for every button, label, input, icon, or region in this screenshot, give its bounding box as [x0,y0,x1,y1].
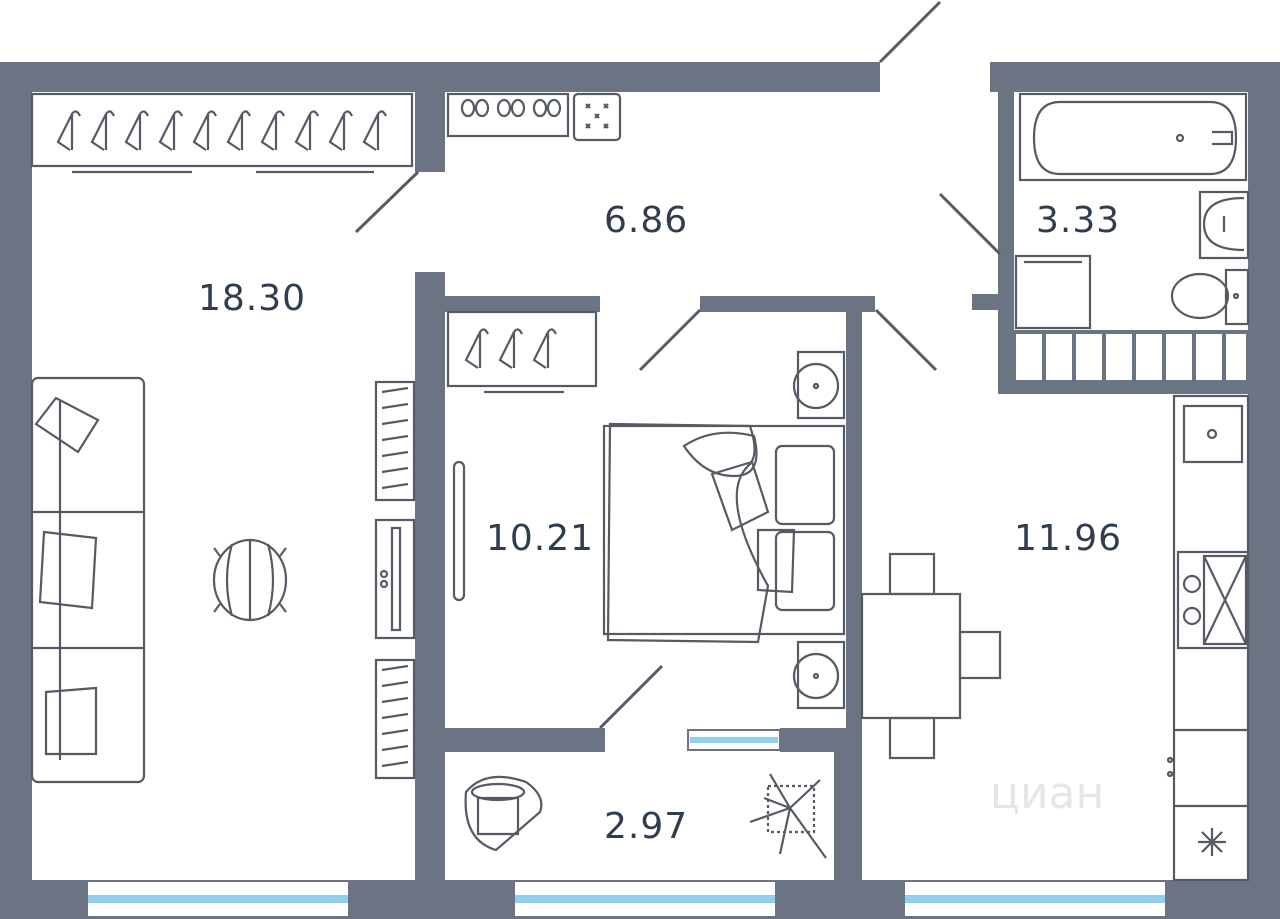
dining-table [860,552,1002,760]
door-lines [354,0,1002,730]
room-area-kitchen: 11.96 [1014,518,1123,559]
watermark: циан [990,768,1105,819]
sofa [30,376,146,784]
washbasin [1198,190,1250,260]
bathtub [1018,92,1248,182]
windows [88,729,1165,916]
hall-ottoman [572,92,622,142]
room-area-bedroom: 10.21 [486,518,595,559]
balcony-chair [464,775,543,852]
bath-partition-grid [1012,330,1250,384]
fridge-snowflake [1198,828,1226,856]
room-area-bath: 3.33 [1036,200,1121,241]
pouf [212,538,288,622]
wardrobe-living [30,92,414,174]
room-area-hall: 6.86 [604,200,689,241]
stove [1176,550,1250,650]
wardrobe-bedroom [446,310,598,394]
bedroom-mirror [452,460,466,602]
bookshelf-bottom [374,658,416,780]
shoe-rack [446,92,570,138]
room-area-balcony: 2.97 [604,806,689,847]
washing-machine [1014,254,1092,330]
nightstand-top [792,350,846,420]
kitchen-sink [1182,404,1244,464]
room-area-living: 18.30 [198,278,307,319]
toilet [1170,268,1250,326]
tv-unit [374,518,416,640]
nightstand-bottom [792,640,846,710]
bed [602,422,846,644]
balcony-plant [749,773,827,859]
bookshelf-top [374,380,416,502]
